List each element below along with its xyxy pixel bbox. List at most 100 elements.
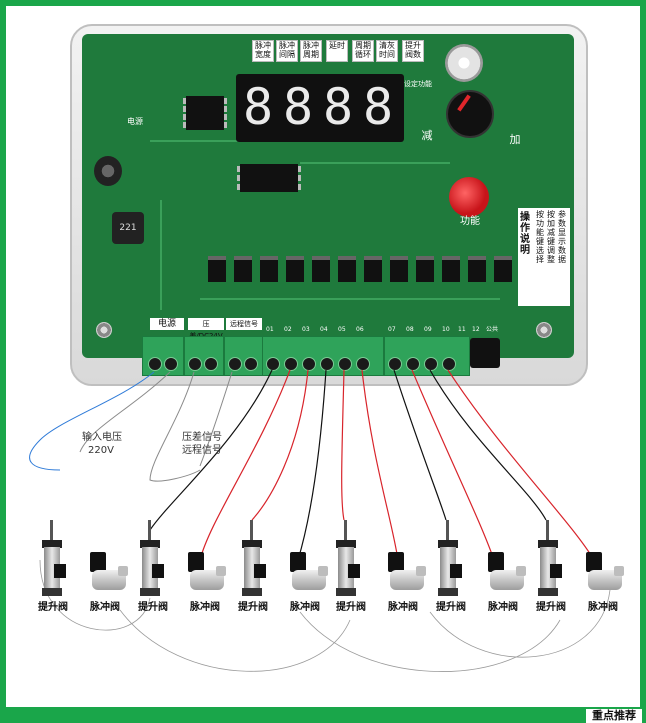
input-voltage-label: 输入电压 [82, 432, 122, 443]
capacitor [94, 156, 122, 186]
footer-bar [0, 707, 646, 723]
seven-segment-display [236, 74, 404, 142]
screw-board-left [96, 322, 112, 338]
pulse-valve [486, 552, 526, 596]
terminal-screw[interactable] [406, 357, 420, 371]
screw-board-right [536, 322, 552, 338]
display-digit: 8 [362, 78, 394, 136]
wire-output [341, 369, 345, 521]
output-transistor [286, 256, 304, 282]
valve-label: 脉冲阀 [388, 602, 418, 613]
valve-label: 脉冲阀 [488, 602, 518, 613]
param-label: 脉冲间隔 [276, 40, 298, 62]
pressure-signal-label: 压差信号 [182, 432, 222, 443]
param-label: 周期循环 [352, 40, 374, 62]
output-transistor [364, 256, 382, 282]
output-transistor [338, 256, 356, 282]
terminal-screw[interactable] [228, 357, 242, 371]
wire-output [447, 369, 595, 561]
wire-output [429, 369, 547, 521]
channel-label: 11 [458, 326, 466, 333]
wire-input-power [29, 371, 155, 471]
output-transistor [234, 256, 252, 282]
wire-output [411, 369, 495, 561]
output-transistor [442, 256, 460, 282]
valve-label: 脉冲阀 [290, 602, 320, 613]
valve-label: 提升阀 [238, 602, 268, 613]
fuse-socket [470, 338, 500, 368]
recommend-badge: 重点推荐 [586, 709, 642, 723]
terminal-screw[interactable] [148, 357, 162, 371]
pulse-valve [584, 552, 624, 596]
terminal-screw[interactable] [266, 357, 280, 371]
terminal-screw[interactable] [338, 357, 352, 371]
lift-valve [334, 520, 360, 598]
terminal-screw[interactable] [320, 357, 334, 371]
terminal-block-power [142, 336, 184, 376]
lift-valve [138, 520, 164, 598]
channel-label: 01 [266, 326, 274, 333]
channel-label: 08 [406, 326, 414, 333]
operation-step: 参数显示数据 [558, 210, 566, 264]
channel-label: 04 [320, 326, 328, 333]
lift-valve [436, 520, 462, 598]
inductor: 221 [112, 212, 144, 244]
channel-label: 02 [284, 326, 292, 333]
wire-output [149, 369, 273, 531]
trace [150, 140, 240, 142]
terminal-screw[interactable] [244, 357, 258, 371]
function-button[interactable] [449, 177, 489, 217]
valve-label: 脉冲阀 [190, 602, 220, 613]
wire-signal [149, 371, 201, 482]
lift-valve [536, 520, 562, 598]
terminal-label-remote: 远程信号 [226, 318, 262, 330]
wire-signal [199, 371, 233, 467]
wire-loop [299, 611, 561, 672]
operation-title: 操作说明 [520, 212, 530, 256]
channel-label: 公共 [486, 326, 499, 333]
output-transistor [312, 256, 330, 282]
lift-valve [240, 520, 266, 598]
param-label: 延时 [326, 40, 348, 62]
valve-label: 提升阀 [436, 602, 466, 613]
channel-label: 09 [424, 326, 432, 333]
terminal-screw[interactable] [388, 357, 402, 371]
wire-input-power [79, 371, 171, 453]
operation-step: 按加减键调整 [547, 210, 555, 264]
param-label: 脉冲周期 [300, 40, 322, 62]
lift-valve [40, 520, 66, 598]
pulse-valve [288, 552, 328, 596]
channel-label: 05 [338, 326, 346, 333]
terminal-screw[interactable] [164, 357, 178, 371]
trace [300, 162, 450, 164]
knob-top-label: 设定功能 [404, 80, 432, 88]
terminal-screw[interactable] [302, 357, 316, 371]
valve-label: 提升阀 [536, 602, 566, 613]
param-label: 提升阀数 [402, 40, 424, 62]
channel-label: 12 [472, 326, 480, 333]
operation-instructions [518, 208, 570, 306]
output-transistor [208, 256, 226, 282]
valve-label: 提升阀 [38, 602, 68, 613]
wire-loop [119, 609, 351, 672]
valve-label: 提升阀 [138, 602, 168, 613]
remote-signal-label: 远程信号 [182, 445, 222, 456]
terminal-screw[interactable] [188, 357, 202, 371]
output-transistor [468, 256, 486, 282]
terminal-screw[interactable] [356, 357, 370, 371]
adjust-knob[interactable] [446, 90, 494, 138]
wire-loop [429, 589, 611, 658]
trace [200, 298, 500, 300]
terminal-screw[interactable] [284, 357, 298, 371]
ic-chip [237, 164, 301, 192]
terminal-screw[interactable] [204, 357, 218, 371]
valve-label: 提升阀 [336, 602, 366, 613]
power-indicator-label: 电源 [127, 117, 143, 126]
terminal-screw[interactable] [424, 357, 438, 371]
wire-output [199, 369, 291, 561]
channel-label: 10 [442, 326, 450, 333]
knob-increase-label: 加 [509, 133, 521, 146]
ic-chip [183, 96, 227, 130]
